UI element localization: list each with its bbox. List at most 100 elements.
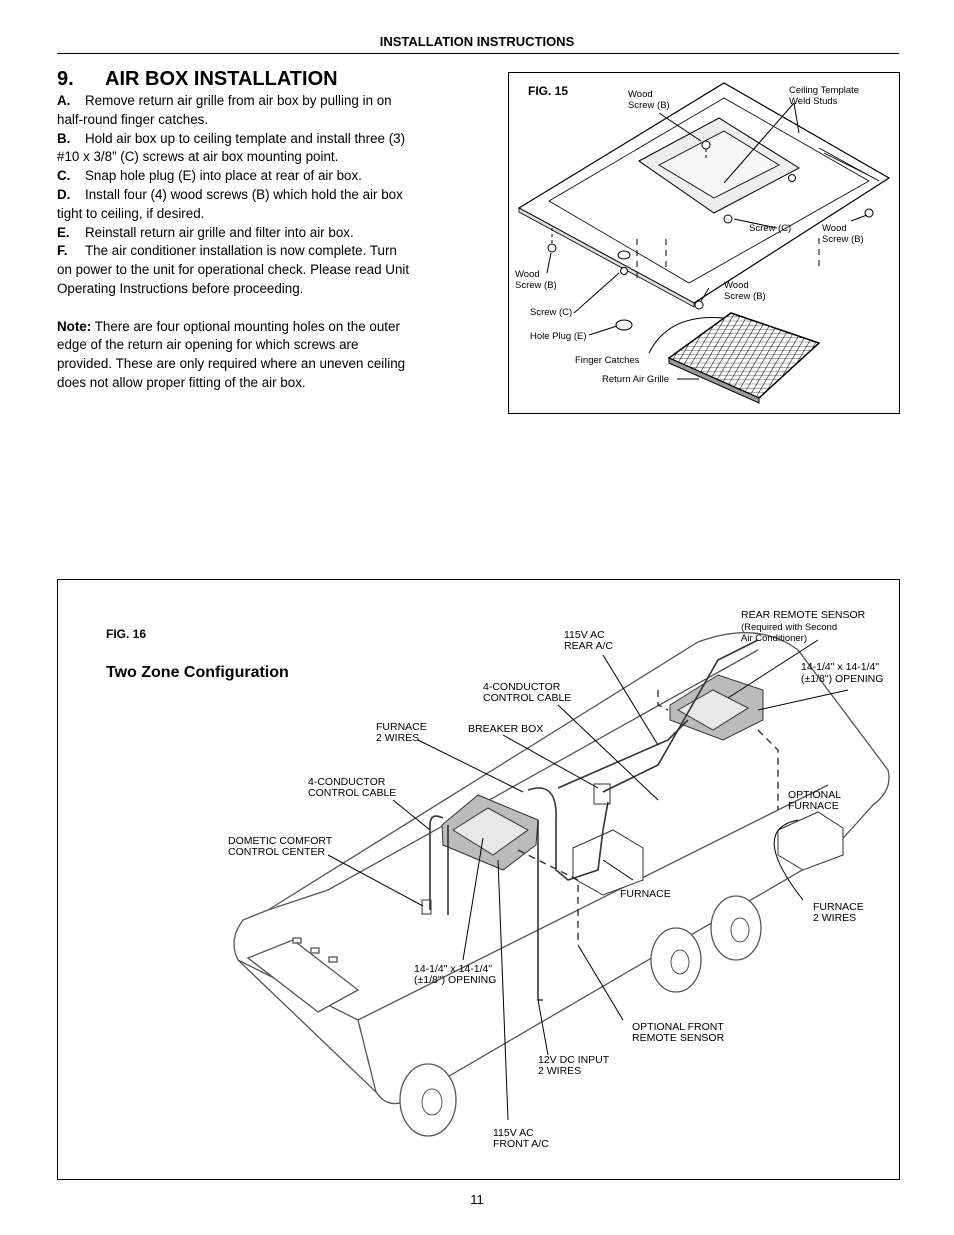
step-text: Snap hole plug (E) into place at rear of…	[85, 168, 362, 184]
fig16-labels: REAR REMOTE SENSOR (Required with Second…	[228, 609, 883, 1150]
wood-screw-label: Screw (B)	[515, 280, 557, 291]
breaker-box-label: BREAKER BOX	[468, 723, 543, 735]
step-c: C.Snap hole plug (E) into place at rear …	[57, 167, 412, 186]
screw-icon	[547, 228, 557, 253]
step-text: Hold air box up to ceiling template and …	[57, 130, 406, 165]
screw-icon	[723, 214, 733, 224]
figure-16: FIG. 16 Two Zone Configuration	[57, 579, 900, 1180]
front-sensor-label: OPTIONAL FRONT	[632, 1021, 724, 1033]
section-title: 9. AIR BOX INSTALLATION	[57, 68, 338, 91]
dc-input-label: 12V DC INPUT	[538, 1054, 610, 1066]
hole-plug-icon	[615, 250, 633, 331]
fig15-leaders	[546, 102, 868, 380]
furnace-wires-label: FURNACE	[813, 901, 864, 913]
wood-screw-label: Screw (B)	[822, 234, 864, 245]
screw-icon	[701, 140, 711, 161]
running-header: INSTALLATION INSTRUCTIONS	[379, 34, 575, 49]
step-letter: F.	[57, 243, 68, 259]
wood-screw-label: Screw (B)	[628, 100, 670, 111]
comfort-control-center	[421, 899, 432, 915]
section-number: 9.	[57, 68, 74, 90]
return-air-grille	[667, 312, 821, 399]
wood-screw-label: Wood	[515, 269, 540, 280]
wood-screw-label: Wood	[822, 223, 847, 234]
rear-opening-label: 14-1/4" x 14-1/4"	[801, 661, 879, 673]
section-title-text: AIR BOX INSTALLATION	[105, 68, 338, 90]
step-letter: D.	[57, 186, 71, 202]
return-air-grille-label: Return Air Grille	[602, 374, 669, 385]
template-edge	[518, 207, 695, 308]
step-letter: A.	[57, 93, 71, 108]
screw-icon	[694, 300, 704, 310]
template-inner	[548, 97, 870, 284]
optional-furnace-box	[777, 811, 844, 871]
rv-body	[233, 632, 890, 1105]
control-cable-label: CONTROL CABLE	[483, 692, 571, 704]
fig16-leaders	[327, 639, 849, 1121]
dc-input-label: 2 WIRES	[538, 1065, 581, 1077]
optional-furnace-label: FURNACE	[788, 800, 839, 812]
step-d: D.Install four (4) wood screws (B) which…	[57, 186, 412, 224]
front-opening-label: 14-1/4" x 14-1/4"	[414, 963, 492, 975]
grille-edge	[668, 357, 760, 404]
wheel-icon	[399, 1063, 457, 1137]
comfort-control-label: DOMETIC COMFORT	[228, 835, 333, 847]
furnace-wires-label: 2 WIRES	[813, 912, 856, 924]
comfort-control-label: CONTROL CENTER	[228, 846, 325, 858]
sensor-wires	[517, 690, 779, 940]
two-zone-diagram: FIG. 16 Two Zone Configuration	[106, 609, 890, 1150]
screw-icon	[788, 174, 796, 182]
front-ac-power-label: FRONT A/C	[493, 1138, 549, 1150]
rear-opening-label: (±1/8") OPENING	[801, 673, 883, 685]
wood-screw-label: Screw (B)	[724, 291, 766, 302]
step-letter: E.	[57, 224, 70, 240]
fig16-subtitle: Two Zone Configuration	[106, 664, 289, 681]
furnace-wires-label: 2 WIRES	[376, 732, 419, 744]
rear-ac-power-label: REAR A/C	[564, 640, 613, 652]
wood-screw-label: Wood	[724, 280, 749, 291]
step-text: Install four (4) wood screws (B) which h…	[57, 186, 403, 221]
screw-icon	[620, 267, 628, 275]
page-number: 11	[470, 1192, 484, 1207]
front-sensor-label: REMOTE SENSOR	[632, 1032, 725, 1044]
note-label: Note:	[57, 318, 92, 334]
step-e: E. Reinstall return air grille and filter…	[57, 224, 412, 243]
step-a: A.Remove return air grille from air box …	[57, 92, 412, 130]
step-b: B.Hold air box up to ceiling template an…	[57, 130, 412, 168]
rear-remote-sensor-label: Air Conditioner)	[741, 633, 807, 644]
rear-remote-sensor-label: REAR REMOTE SENSOR	[741, 609, 866, 621]
weld-studs-label: Weld Studs	[789, 96, 838, 107]
screw-c-label: Screw (C)	[530, 307, 572, 318]
control-cable-label: 4-CONDUCTOR	[308, 776, 386, 788]
step-letter: B.	[57, 130, 71, 146]
note-text: There are four optional mounting holes o…	[57, 318, 406, 390]
optional-furnace-label: OPTIONAL	[788, 789, 841, 801]
furnace-wires-label: FURNACE	[376, 721, 427, 733]
screw-c-label: Screw (C)	[749, 223, 791, 234]
instruction-body: A.Remove return air grille from air box …	[57, 92, 412, 393]
fig15-label: FIG. 15	[528, 84, 568, 98]
wiring	[429, 639, 759, 1001]
front-opening-label: (±1/8") OPENING	[414, 974, 496, 986]
step-text: The air conditioner installation is now …	[57, 243, 410, 296]
wood-screw-label: Wood	[628, 89, 653, 100]
air-box-diagram: FIG. 15 Woo	[515, 82, 891, 404]
fig16-label: FIG. 16	[106, 627, 146, 641]
rear-remote-sensor-label: (Required with Second	[741, 622, 837, 633]
wheel-icon	[710, 895, 762, 961]
step-f: F.The air conditioner installation is no…	[57, 242, 412, 298]
hole-plug-label: Hole Plug (E)	[530, 331, 587, 342]
air-box-inner	[658, 130, 780, 199]
furnace-label: FURNACE	[620, 888, 671, 900]
note: Note: There are four optional mounting h…	[57, 318, 412, 393]
front-ac-power-label: 115V AC	[493, 1127, 534, 1139]
header-rule	[57, 53, 899, 54]
control-cable-label: CONTROL CABLE	[308, 787, 396, 799]
step-text: Reinstall return air grille and filter i…	[85, 224, 354, 240]
breaker-box	[593, 783, 611, 805]
wheel-icon	[650, 927, 702, 993]
finger-catches-label: Finger Catches	[575, 355, 640, 366]
control-cable-label: 4-CONDUCTOR	[483, 681, 561, 693]
step-text: Remove return air grille from air box by…	[57, 93, 392, 127]
ceiling-template-label: Ceiling Template	[789, 85, 859, 96]
